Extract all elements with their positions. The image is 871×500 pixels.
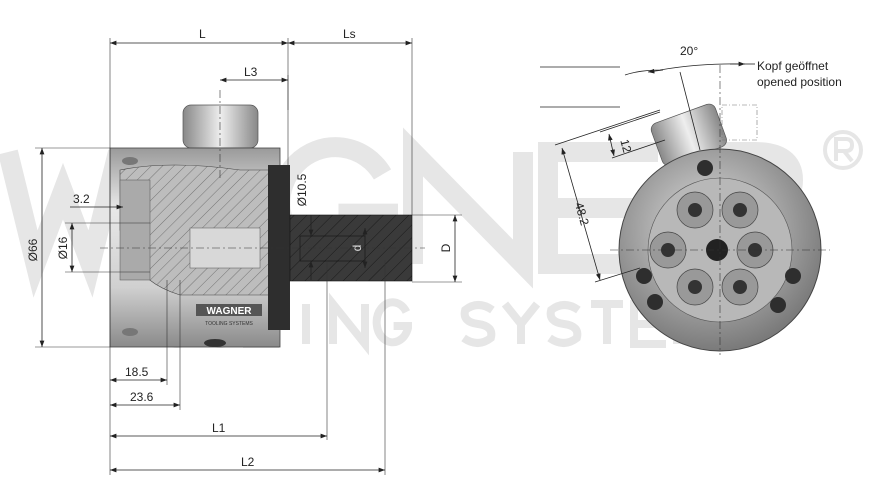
dim-L1: L1 [212, 421, 226, 435]
side-dimension-labels: L Ls L3 Ø66 Ø16 Ø10.5 d D 3.2 18.5 23.6 … [26, 27, 453, 469]
watermark-glyph [333, 304, 365, 344]
dim-dia10-5: Ø10.5 [295, 173, 309, 206]
screw-hole-bottom [122, 328, 138, 336]
dim-dia66: Ø66 [26, 238, 40, 261]
watermark-registered-picture [823, 130, 863, 170]
note-en: opened position [757, 75, 842, 89]
logo: WAGNER TOOLING SYSTEMS [196, 304, 262, 327]
dim-Ls: Ls [343, 27, 356, 41]
front-view [610, 65, 830, 355]
dim-D: D [439, 243, 453, 252]
dim-23-6: 23.6 [130, 390, 154, 404]
mounting-screws [636, 160, 801, 313]
logo-subtitle: TOOLING SYSTEMS [205, 321, 253, 327]
note-de: Kopf geöffnet [757, 59, 829, 73]
dim-L2: L2 [241, 455, 255, 469]
dim-3-2: 3.2 [73, 192, 90, 206]
dim-d: d [350, 245, 364, 252]
clamp-screw [119, 179, 151, 281]
dim-head-height: 12 [617, 138, 634, 155]
dim-L: L [199, 27, 206, 41]
side-view [100, 90, 425, 348]
dim-angle: 20° [680, 44, 698, 58]
dim-18-5: 18.5 [125, 365, 149, 379]
clamp-head-ghost [721, 104, 758, 141]
watermark-glyph [377, 302, 408, 342]
watermark-glyph [591, 304, 623, 344]
front-dimension-labels: 20° Kopf geöffnet opened position 12 48.… [572, 44, 842, 227]
watermark-glyph [464, 305, 493, 343]
screw-hole-top [122, 157, 138, 165]
dim-offset: 48.2 [572, 201, 592, 228]
dim-dia16: Ø16 [56, 236, 70, 259]
flange [268, 165, 290, 330]
watermark-glyph [8, 152, 118, 264]
watermark-glyph [550, 305, 579, 343]
logo-brand: WAGNER [207, 306, 253, 317]
screw-hole-front [204, 339, 226, 347]
clamp-head [182, 104, 259, 149]
watermark-glyph [505, 304, 537, 344]
watermark-glyph [413, 152, 523, 264]
dim-L3: L3 [244, 65, 258, 79]
